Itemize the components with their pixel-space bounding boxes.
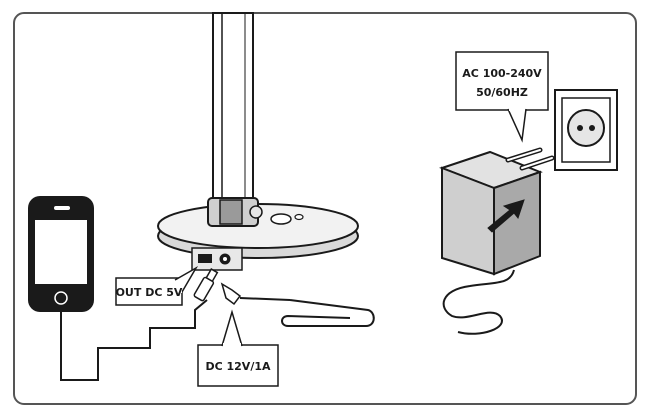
adapter-side <box>493 170 541 276</box>
wall-outlet-icon <box>554 89 618 171</box>
ac-input-callout: AC 100-240V 50/60HZ <box>455 51 549 143</box>
insert-arrow-icon <box>487 199 525 233</box>
usb-output-callout: OUT DC 5V <box>115 265 199 306</box>
phone-screen <box>35 220 87 284</box>
dc-input-label: DC 12V/1A <box>205 360 271 373</box>
ac-input-label-line1: AC 100-240V <box>462 67 542 80</box>
outlet-socket <box>567 109 605 147</box>
usb-output-label: OUT DC 5V <box>116 286 183 299</box>
ac-input-label-line2: 50/60HZ <box>476 86 528 99</box>
usb-plug <box>193 268 219 302</box>
lamp-pole <box>212 12 254 206</box>
smartphone-icon <box>28 196 94 312</box>
adapter-cord <box>442 269 515 335</box>
usb-cable <box>60 299 208 381</box>
power-adapter-icon <box>439 147 555 276</box>
phone-home-button <box>54 291 68 305</box>
dc-input-callout: DC 12V/1A <box>197 309 279 387</box>
lamp-touch-button <box>270 213 292 225</box>
dc-plug <box>220 282 291 306</box>
lamp-port-panel <box>191 247 243 271</box>
usb-port <box>198 254 212 263</box>
dc-cord-coil <box>281 299 375 327</box>
desk-lamp-icon <box>157 12 359 271</box>
